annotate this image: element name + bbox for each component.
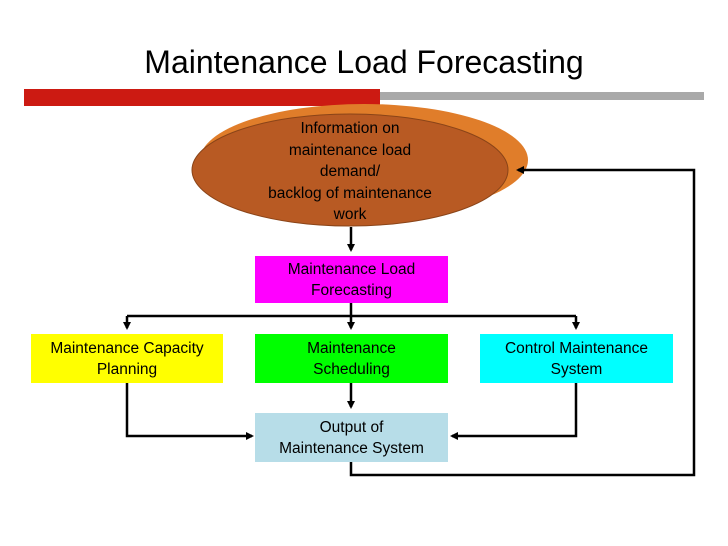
- scheduling-node-line: Scheduling: [313, 360, 390, 378]
- info-node-line: demand/: [319, 163, 381, 180]
- capacity-planning-node: Maintenance Capacity Planning: [31, 334, 223, 383]
- capacity-node-line: Maintenance Capacity: [50, 339, 204, 357]
- forecast-node-line: Forecasting: [311, 281, 392, 299]
- info-node-label: Information on maintenance load demand/ …: [240, 118, 460, 226]
- scheduling-node-line: Maintenance: [307, 339, 396, 357]
- output-node-line: Output of: [319, 418, 384, 436]
- info-node-line: backlog of maintenance: [268, 184, 432, 202]
- connector-feedback-loop: [349, 166, 696, 477]
- info-node-line: work: [333, 206, 367, 223]
- info-ellipse: [191, 113, 509, 227]
- capacity-node-line: Planning: [96, 360, 158, 378]
- info-node-line: maintenance load: [288, 141, 412, 159]
- connector-control-to-output: [450, 383, 578, 440]
- info-node-line: Information on: [300, 120, 400, 137]
- title-accent-bar-grey: [380, 92, 704, 100]
- title-accent-bar-red: [24, 89, 380, 106]
- scheduling-node: Maintenance Scheduling: [255, 334, 448, 383]
- forecast-node-line: Maintenance Load: [287, 260, 416, 278]
- control-system-node: Control Maintenance System: [480, 334, 673, 383]
- slide-title: Maintenance Load Forecasting: [144, 44, 584, 80]
- connector-capacity-to-output: [125, 383, 254, 440]
- control-node-line: System: [550, 360, 603, 378]
- forecast-node: Maintenance Load Forecasting: [255, 256, 448, 303]
- output-node: Output of Maintenance System: [255, 413, 448, 462]
- control-node-line: Control Maintenance: [504, 339, 649, 357]
- output-node-line: Maintenance System: [279, 439, 424, 457]
